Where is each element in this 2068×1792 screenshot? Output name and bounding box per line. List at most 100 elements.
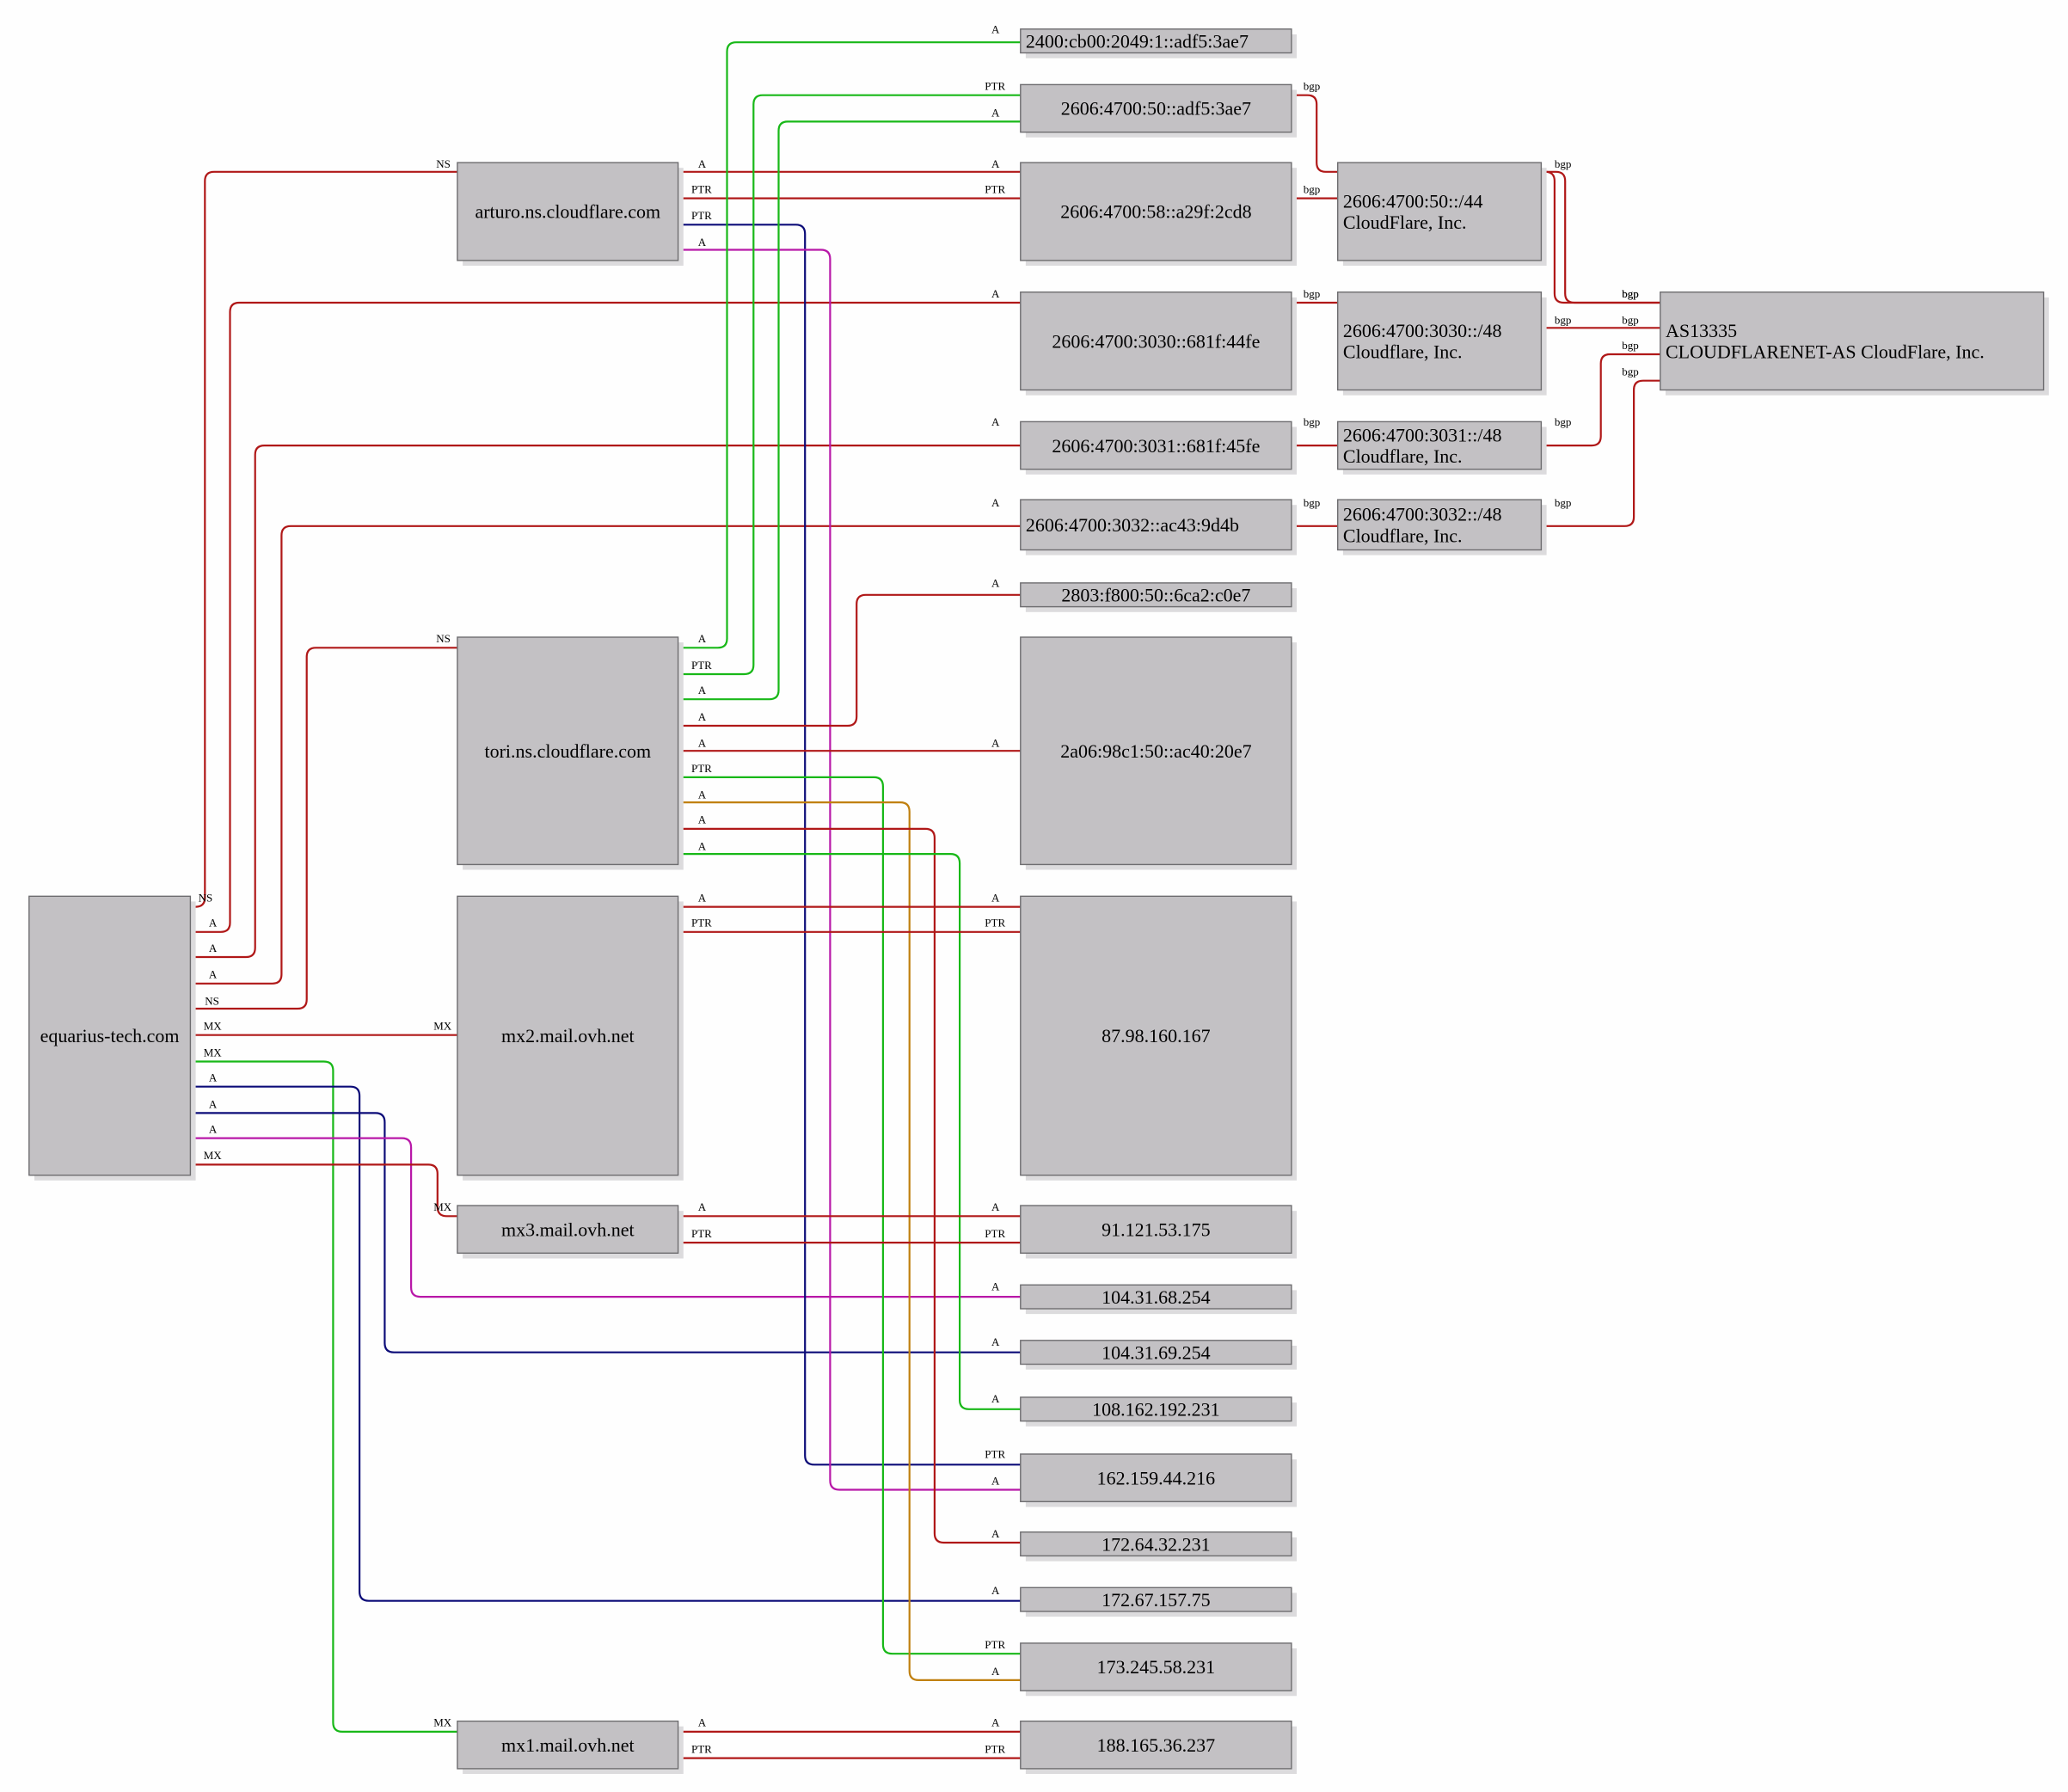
node-label: AS13335 <box>1666 320 1737 341</box>
edge-label-source: A <box>698 737 707 750</box>
nodes-layer: equarius-tech.com arturo.ns.cloudflare.co… <box>28 28 2049 1774</box>
node-label: 2606:4700:3031::/48 <box>1343 425 1502 446</box>
node-box <box>1020 83 1292 133</box>
node-box <box>1020 636 1292 866</box>
node-ip-2606-58: 2606:4700:58::a29f:2cd8 <box>1020 162 1297 266</box>
edge-domain-ip_104_69-a: AA <box>190 1097 1021 1353</box>
edge-domain-ip_3032-a: AA <box>190 496 1021 985</box>
edge-label-source: A <box>209 942 218 954</box>
node-mx2: mx2.mail.ovh.net <box>457 895 684 1181</box>
node-label: 2400:cb00:2049:1::adf5:3ae7 <box>1026 30 1249 52</box>
node-box <box>1020 582 1292 608</box>
edge-line <box>1541 170 1660 304</box>
edge-label-source: PTR <box>691 917 712 930</box>
edge-label-target: A <box>991 1716 1000 1729</box>
node-box <box>1020 420 1292 470</box>
node-ip-104-69: 104.31.69.254 <box>1020 1340 1297 1370</box>
edge-line <box>678 827 1021 1544</box>
edge-label-target: A <box>991 287 1000 300</box>
node-label: mx1.mail.ovh.net <box>501 1734 635 1756</box>
node-label: 91.121.53.175 <box>1102 1218 1211 1240</box>
node-box <box>1336 420 1543 470</box>
node-label: 2606:4700:3030::/48 <box>1343 320 1502 341</box>
edge-ns1-ip_162-a: AA <box>678 236 1021 1491</box>
edge-label-source: PTR <box>691 182 712 195</box>
edge-line <box>678 249 1021 1491</box>
edge-label-target: A <box>991 577 1000 590</box>
edge-line <box>190 445 1021 959</box>
edge-domain-ip_3031-a: AA <box>190 415 1021 959</box>
node-ip-104-68: 104.31.68.254 <box>1020 1284 1297 1315</box>
edge-domain-ns1-ns: NS NS <box>190 157 457 908</box>
edge-line <box>190 1060 457 1733</box>
edge-label-target: A <box>991 1584 1000 1597</box>
edge-label-source: A <box>698 236 707 249</box>
node-ip-2606-50: 2606:4700:50::adf5:3ae7 <box>1020 83 1297 138</box>
node-box <box>1020 1720 1292 1770</box>
edge-label-source: A <box>698 813 707 826</box>
node-ip-172-64: 172.64.32.231 <box>1020 1531 1297 1562</box>
node-box <box>1020 1340 1292 1365</box>
edge-line <box>678 853 1021 1410</box>
node-ip-173: 173.245.58.231 <box>1020 1642 1297 1697</box>
edge-line <box>678 593 1021 727</box>
node-box <box>1020 292 1292 391</box>
edge-label-target: MX <box>433 1020 452 1033</box>
node-ip-2a06: 2a06:98c1:50::ac40:20e7 <box>1020 636 1297 870</box>
edge-label-source: NS <box>199 891 213 904</box>
edge-label-source: bgp <box>1555 157 1572 170</box>
node-label: 162.159.44.216 <box>1097 1467 1216 1488</box>
node-box <box>1020 1453 1292 1502</box>
edge-label-target: bgp <box>1622 339 1639 352</box>
node-ip-162: 162.159.44.216 <box>1020 1453 1297 1507</box>
edge-label-target: bgp <box>1622 314 1639 327</box>
edge-ns2-ip_2400-a: AA <box>678 22 1021 649</box>
edge-ip_3031-pfx_3031-bgp: bgp <box>1291 415 1338 447</box>
edge-label-source: A <box>209 917 218 930</box>
node-box <box>1660 292 2045 391</box>
edge-label-source: A <box>698 789 707 801</box>
edge-ns2-ip_108-a: AA <box>678 840 1021 1410</box>
node-box <box>1336 499 1543 551</box>
edge-label-target: A <box>991 891 1000 904</box>
edge-label-target: PTR <box>985 1448 1005 1461</box>
edge-label-target: MX <box>433 1200 452 1213</box>
node-ip-3030: 2606:4700:3030::681f:44fe <box>1020 292 1297 396</box>
node-box <box>457 1205 679 1254</box>
node-label: arturo.ns.cloudflare.com <box>475 201 660 223</box>
edge-label-target: NS <box>436 157 451 170</box>
edge-domain-ns2-ns: NS NS <box>190 632 457 1010</box>
node-box <box>1020 895 1292 1176</box>
edge-ns2-ip_2606_50-a: AA <box>678 106 1021 701</box>
node-box <box>457 895 679 1176</box>
node-label: equarius-tech.com <box>40 1025 180 1046</box>
node-ns1: arturo.ns.cloudflare.com <box>457 162 684 266</box>
edge-label-source: bgp <box>1555 496 1572 509</box>
edge-label-source: A <box>698 684 707 697</box>
edge-line <box>190 525 1021 985</box>
node-domain: equarius-tech.com <box>28 895 196 1181</box>
node-box <box>1020 1284 1292 1310</box>
node-label: 172.67.157.75 <box>1102 1589 1211 1611</box>
edge-label-source: PTR <box>691 209 712 222</box>
node-box <box>1020 499 1292 551</box>
edge-label-target: PTR <box>985 1743 1005 1756</box>
edge-label-target: PTR <box>985 917 1005 930</box>
edge-ns2-ip_2606_50-ptr: PTR PTR <box>678 80 1021 676</box>
node-ip-87: 87.98.160.167 <box>1020 895 1297 1181</box>
edge-label-source: A <box>698 632 707 645</box>
edge-label-target: NS <box>436 632 451 645</box>
edge-label-target: bgp <box>1622 287 1639 300</box>
node-box <box>1020 1396 1292 1422</box>
node-label: 2a06:98c1:50::ac40:20e7 <box>1060 740 1251 762</box>
edge-label-source: PTR <box>691 1227 712 1240</box>
node-label: 188.165.36.237 <box>1097 1734 1216 1756</box>
edge-label-source: bgp <box>1304 287 1321 300</box>
